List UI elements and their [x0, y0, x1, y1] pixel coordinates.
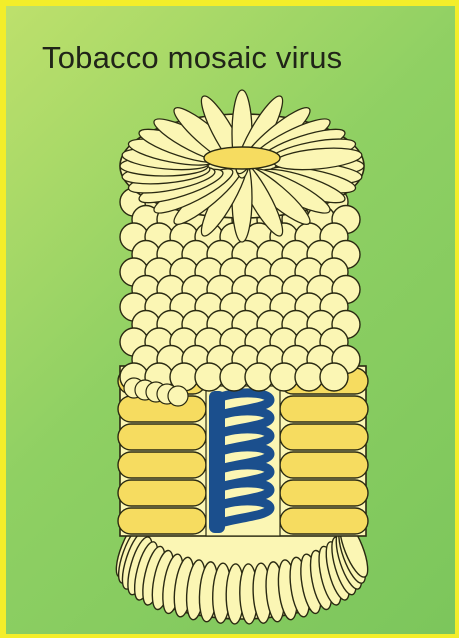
capsid-knob [320, 363, 348, 391]
left-slab [118, 424, 206, 450]
capsid-knob [245, 363, 273, 391]
diagram-panel: Tobacco mosaic virus [6, 6, 455, 634]
capsid-knob [168, 386, 188, 406]
right-slab [280, 480, 368, 506]
top-cap-center [204, 147, 280, 169]
right-slab [280, 452, 368, 478]
left-slab [118, 480, 206, 506]
left-slab [118, 452, 206, 478]
right-slab [280, 508, 368, 534]
capsid-knob [295, 363, 323, 391]
right-slab [280, 424, 368, 450]
capsid-knob [270, 363, 298, 391]
capsid-knob [195, 363, 223, 391]
tmv-illustration [6, 6, 455, 634]
capsid-knob [220, 363, 248, 391]
rna-backbone [209, 391, 225, 533]
right-slab [280, 396, 368, 422]
left-slab [118, 508, 206, 534]
